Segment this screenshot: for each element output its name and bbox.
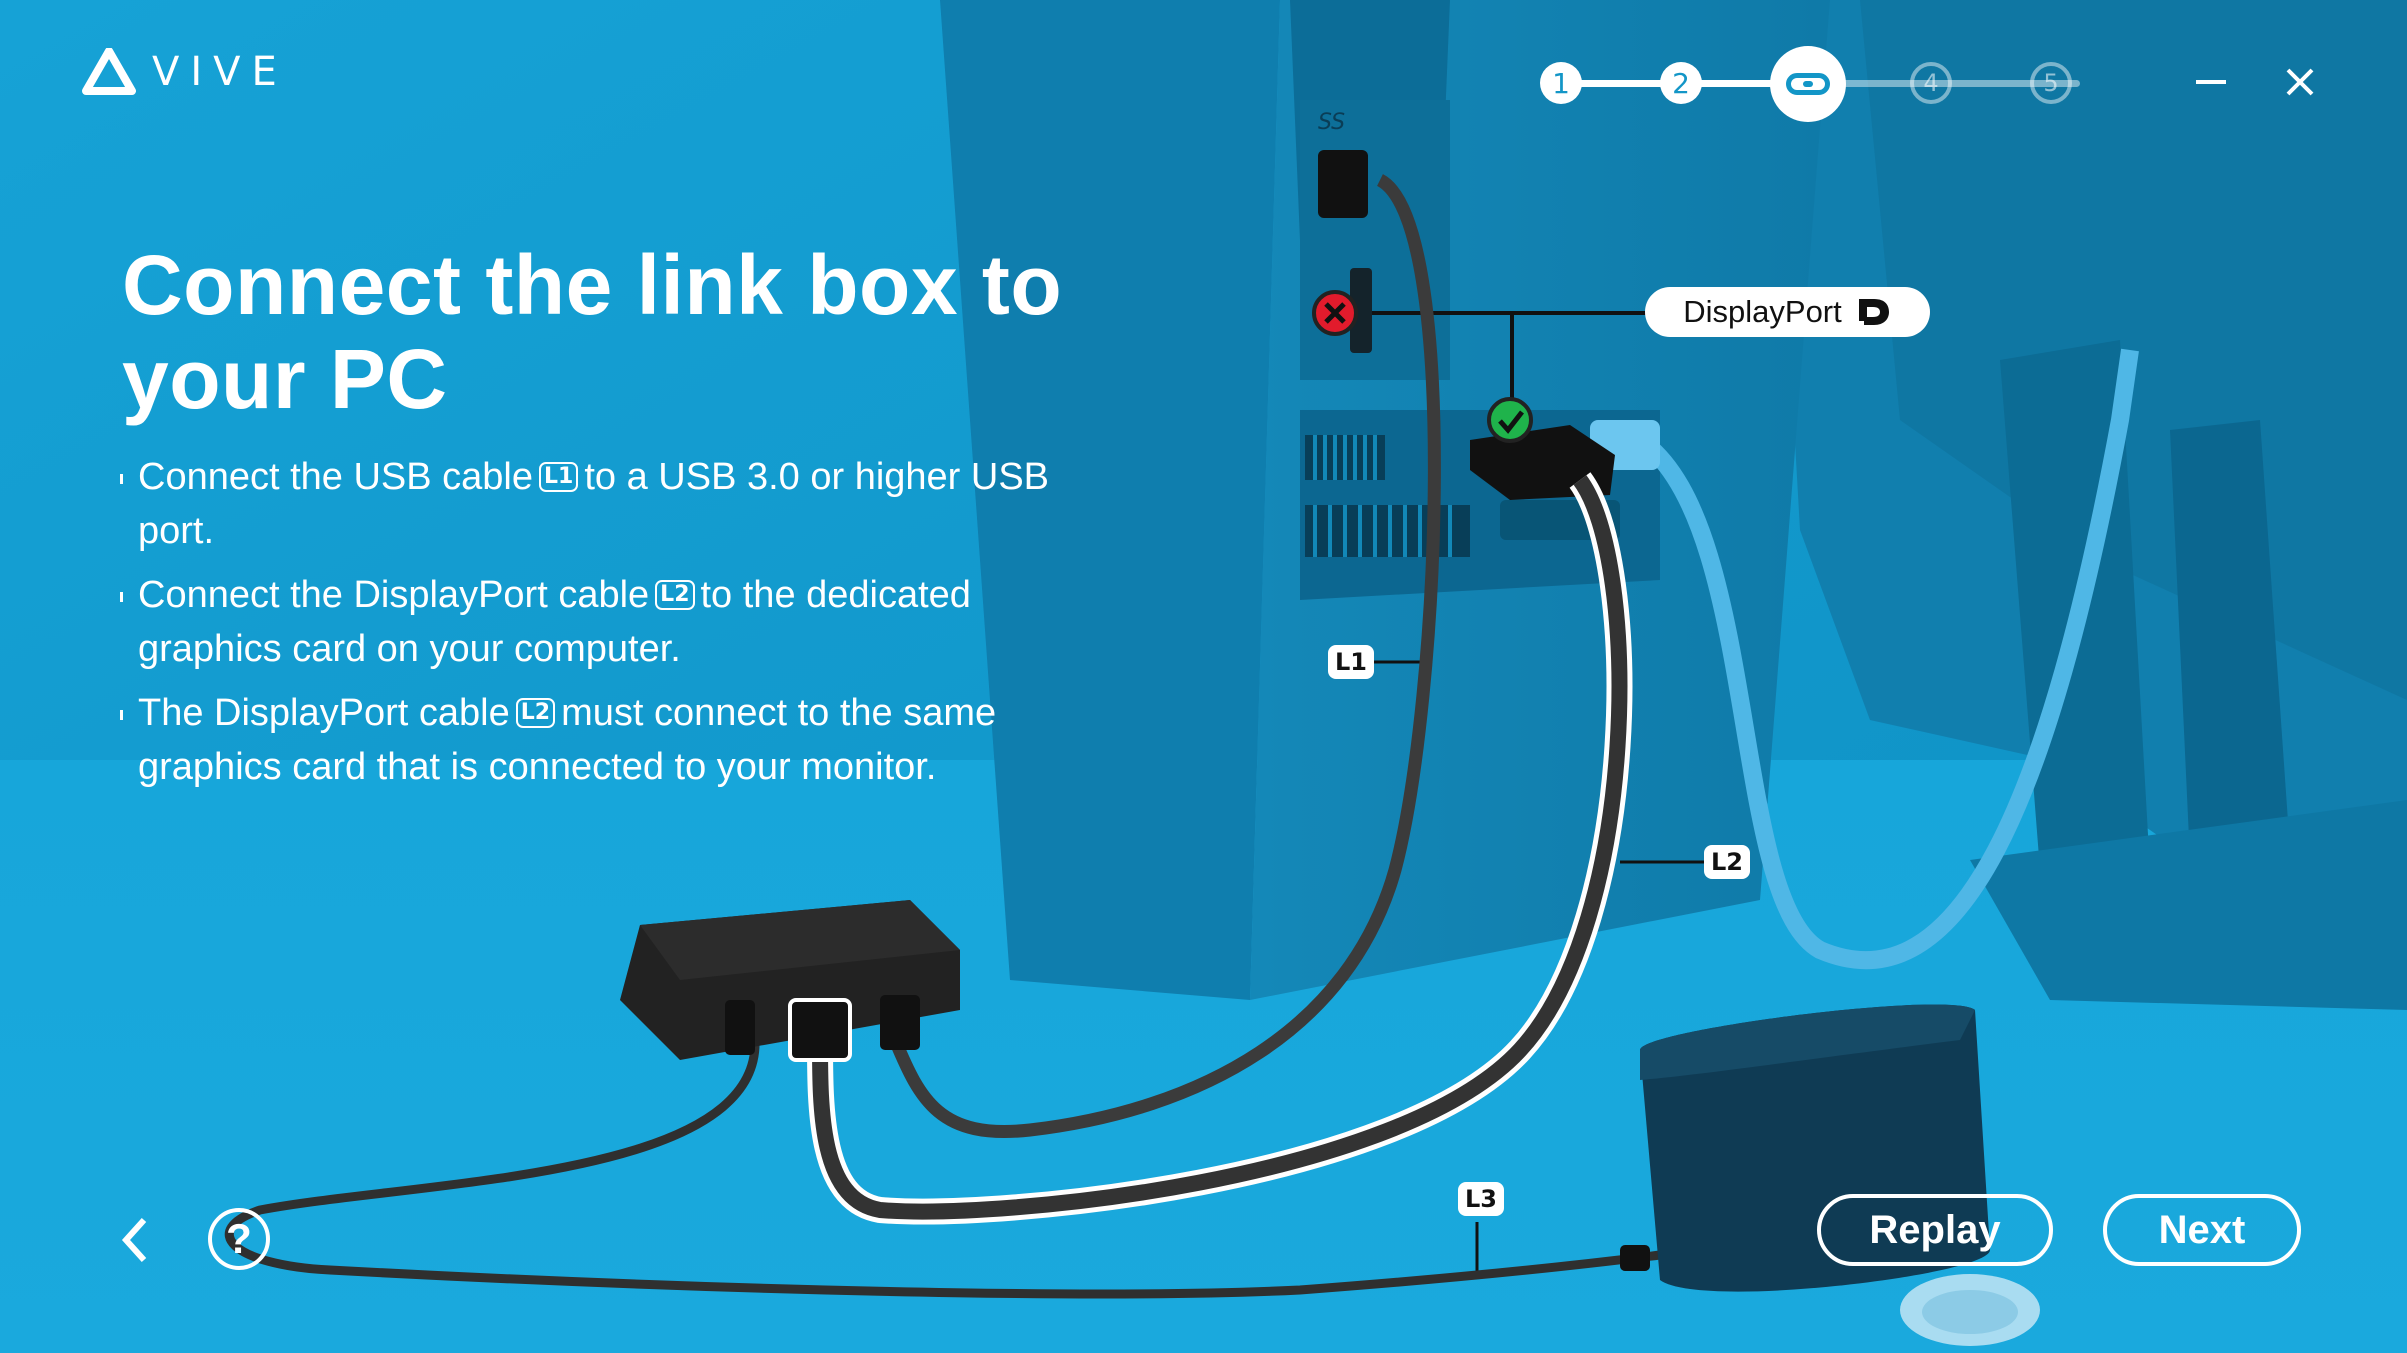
step-5: 5 [2030, 62, 2072, 104]
step-3-current [1770, 46, 1846, 122]
cable-chip-l2: L2 [655, 580, 695, 610]
stepper-line-todo [1840, 80, 2080, 87]
minimize-button[interactable] [2192, 62, 2232, 102]
step-1: 1 [1540, 62, 1582, 104]
instruction-text: to the dedicated graphics card on your c… [138, 574, 971, 670]
cable-label-l2: L2 [1704, 845, 1750, 879]
progress-stepper: 1 2 4 5 [1540, 46, 2080, 122]
help-button[interactable]: ? [208, 1208, 270, 1270]
minimize-icon [2196, 80, 2226, 84]
displayport-label-text: DisplayPort [1683, 294, 1842, 329]
instruction-text: to a USB 3.0 or higher USB port. [138, 456, 1050, 552]
next-button[interactable]: Next [2103, 1194, 2301, 1266]
displayport-label: DisplayPort [1645, 287, 1930, 337]
question-icon: ? [226, 1215, 252, 1262]
back-button[interactable] [110, 1210, 160, 1270]
close-icon [2286, 68, 2314, 96]
instruction-text: Connect the USB cable [138, 456, 534, 498]
logo-text: VIVE [152, 49, 288, 95]
cable-chip-l2: L2 [515, 698, 556, 728]
close-button[interactable] [2280, 62, 2320, 102]
title-line-1: Connect the link box to [122, 238, 1063, 332]
cable-label-l1: L1 [1328, 645, 1374, 679]
page-title: Connect the link box to your PC [122, 238, 1172, 426]
chevron-left-icon [121, 1217, 147, 1263]
replay-button[interactable]: Replay [1817, 1194, 2053, 1266]
instruction-text: Connect the DisplayPort cable [138, 574, 650, 616]
link-box-icon [1786, 73, 1830, 95]
instruction-text: The DisplayPort cable [138, 692, 510, 734]
vive-logo: VIVE [82, 48, 288, 96]
vive-triangle-icon [82, 48, 136, 95]
instruction-text: must connect to the same graphics card t… [138, 692, 997, 788]
step-2: 2 [1660, 62, 1702, 104]
title-line-2: your PC [122, 332, 448, 426]
cable-label-l3: L3 [1458, 1182, 1504, 1216]
displayport-logo-icon [1858, 299, 1889, 325]
step-4: 4 [1910, 62, 1952, 104]
cable-chip-l1: L1 [539, 462, 579, 492]
usb-superspeed-symbol: SS [1318, 110, 1346, 135]
